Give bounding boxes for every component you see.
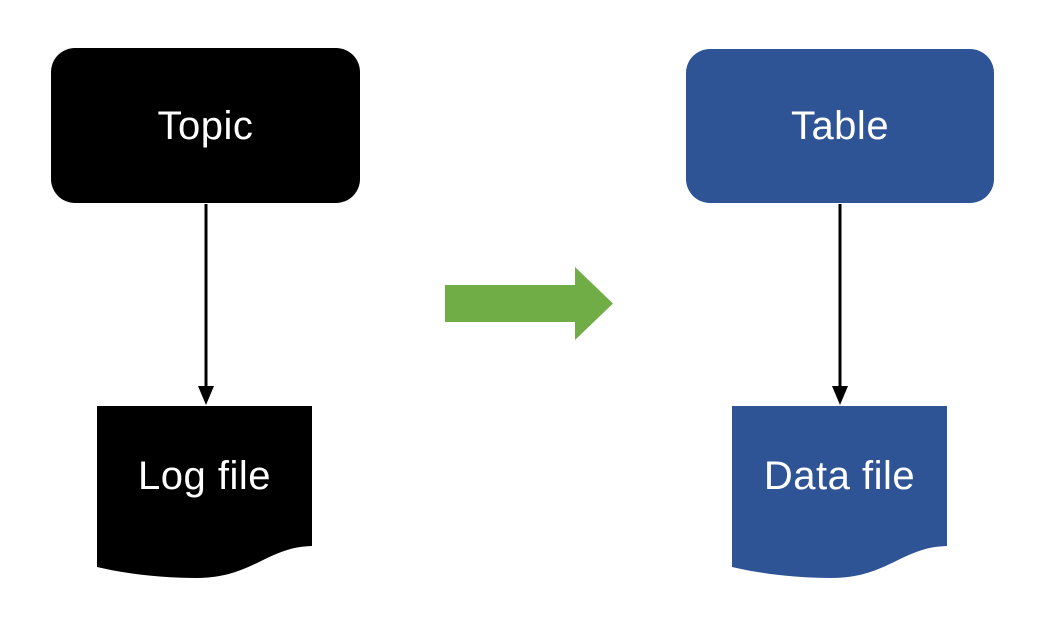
- data-file-document-shape: [732, 406, 947, 578]
- transform-right-block-arrow-icon: [445, 267, 613, 340]
- connector-arrow-left: [198, 204, 214, 405]
- arrowhead-down-icon: [198, 386, 214, 405]
- connector-arrow-right: [832, 204, 848, 405]
- table-node-label: Table: [790, 104, 890, 148]
- arrowhead-down-icon: [832, 386, 848, 405]
- log-file-document-shape: [97, 406, 312, 578]
- table-node: Table: [686, 49, 994, 203]
- topic-node: Topic: [51, 48, 360, 203]
- topic-node-label: Topic: [157, 103, 254, 148]
